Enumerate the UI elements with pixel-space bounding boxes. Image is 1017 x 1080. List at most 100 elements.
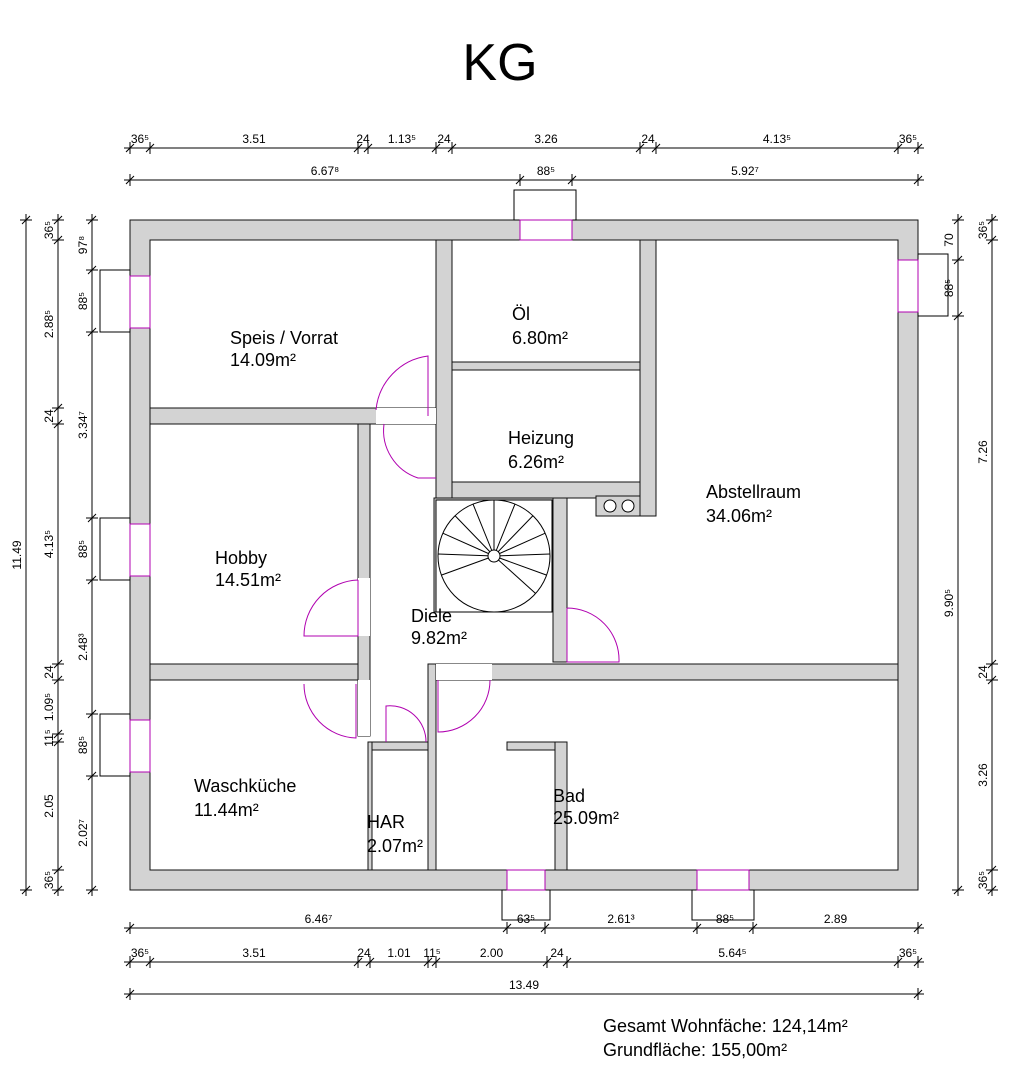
- dim-tick: [913, 923, 923, 933]
- windows: [99, 189, 949, 921]
- dim-tick: [21, 885, 31, 895]
- total-living-area: Gesamt Wohnfäche: 124,14m²: [603, 1016, 848, 1036]
- stair-housing-right: [552, 497, 568, 663]
- dim-label-left_inner: 88⁵: [76, 736, 90, 754]
- stair-tread: [441, 555, 495, 576]
- dim-label-top1: 24: [356, 132, 370, 146]
- room-oel-area: 6.80m²: [512, 328, 568, 348]
- stair-tread: [493, 515, 534, 557]
- dim-tick: [21, 215, 31, 225]
- boiler-right-circle: [621, 499, 635, 513]
- dim-label-top1: 1.13⁵: [388, 132, 416, 146]
- window-left-1: [129, 275, 151, 329]
- dim-label-left_mid: 2.05: [42, 794, 56, 818]
- room-hobby-name: Hobby: [215, 548, 267, 568]
- dim-tick: [515, 175, 525, 185]
- dim-label-left_outer: 11.49: [10, 540, 24, 569]
- dim-tick: [87, 709, 97, 719]
- stair-tread: [493, 555, 547, 576]
- dim-label-bottom2: 36⁵: [899, 946, 917, 960]
- dim-tick: [365, 957, 375, 967]
- wall-har-top: [367, 741, 429, 751]
- room-bad-name: Bad: [553, 786, 585, 806]
- dim-tick: [562, 957, 572, 967]
- dim-tick: [502, 923, 512, 933]
- stair-tread: [493, 555, 536, 594]
- dim-label-bottom2: 24: [550, 946, 564, 960]
- dim-tick: [692, 923, 702, 933]
- dim-label-left_mid: 1.09⁵: [42, 693, 56, 721]
- dim-label-right_inner: 70: [942, 233, 956, 247]
- dim-tick: [87, 771, 97, 781]
- dim-label-bottom2: 2.00: [480, 946, 504, 960]
- dim-label-top2: 6.67⁸: [311, 164, 339, 178]
- window-left-1-frame: [99, 269, 131, 333]
- dim-tick: [431, 957, 441, 967]
- dim-tick: [913, 175, 923, 185]
- window-bottom-2: [696, 869, 750, 891]
- wall-speis-right: [435, 239, 453, 499]
- dim-label-right_inner: 9.90⁵: [942, 589, 956, 617]
- dim-label-bottom1: 63⁵: [517, 912, 535, 926]
- room-heizung-name: Heizung: [508, 428, 574, 448]
- dim-tick: [651, 143, 661, 153]
- dim-label-left_mid: 36⁵: [42, 221, 56, 239]
- room-abstellraum-area: 34.06m²: [706, 506, 772, 526]
- dim-label-bottom2: 5.64⁵: [718, 946, 746, 960]
- dim-tick: [567, 175, 577, 185]
- door-abstellraum: [566, 607, 620, 663]
- wall-oel-heizung: [451, 361, 641, 371]
- dim-label-left_mid: 24: [42, 665, 56, 679]
- dim-tick: [87, 265, 97, 275]
- wall-har-left: [367, 741, 373, 871]
- dim-tick: [53, 659, 63, 669]
- dim-label-top1: 24: [641, 132, 655, 146]
- dim-label-left_mid: 36⁵: [42, 871, 56, 889]
- boiler-left-circle: [603, 499, 617, 513]
- dim-tick: [53, 215, 63, 225]
- dim-label-right_outer: 36⁵: [976, 871, 990, 889]
- wall-bad-partition: [554, 741, 568, 871]
- dim-label-top1: 24: [437, 132, 451, 146]
- room-abstellraum-name: Abstellraum: [706, 482, 801, 502]
- dim-tick: [125, 143, 135, 153]
- window-left-2-frame: [99, 517, 131, 581]
- dim-label-bottom2: 36⁵: [131, 946, 149, 960]
- dim-tick: [53, 675, 63, 685]
- window-left-3-frame: [99, 713, 131, 777]
- dim-tick: [53, 729, 63, 739]
- wall-har-right: [427, 663, 437, 871]
- dim-tick: [363, 143, 373, 153]
- window-left-3: [129, 719, 151, 773]
- room-har-area: 2.07m²: [367, 836, 423, 856]
- room-speis-name: Speis / Vorrat: [230, 328, 338, 348]
- dim-tick: [125, 923, 135, 933]
- dim-label-left_inner: 88⁵: [76, 292, 90, 310]
- dim-tick: [53, 419, 63, 429]
- dim-tick: [431, 143, 441, 153]
- stair-tread: [442, 532, 495, 557]
- dim-tick: [953, 885, 963, 895]
- room-bad-area: 25.09m²: [553, 808, 619, 828]
- room-waschkueche-name: Waschküche: [194, 776, 296, 796]
- dim-label-right_outer: 3.26: [976, 763, 990, 787]
- wall-hobby-wasch: [149, 663, 359, 681]
- dim-label-bottom2: 1.01: [387, 946, 411, 960]
- plan-title: KG: [462, 34, 537, 92]
- dim-tick: [125, 175, 135, 185]
- dim-label-left_mid: 24: [42, 409, 56, 423]
- dim-tick: [635, 143, 645, 153]
- dim-tick: [542, 957, 552, 967]
- dim-tick: [353, 957, 363, 967]
- dim-tick: [87, 215, 97, 225]
- window-left-2: [129, 523, 151, 577]
- dim-tick: [87, 513, 97, 523]
- wall-oel-right: [639, 239, 657, 517]
- dim-tick: [87, 327, 97, 337]
- window-top: [519, 219, 573, 241]
- dim-tick: [87, 885, 97, 895]
- dim-label-left_inner: 88⁵: [76, 540, 90, 558]
- dim-tick: [987, 675, 997, 685]
